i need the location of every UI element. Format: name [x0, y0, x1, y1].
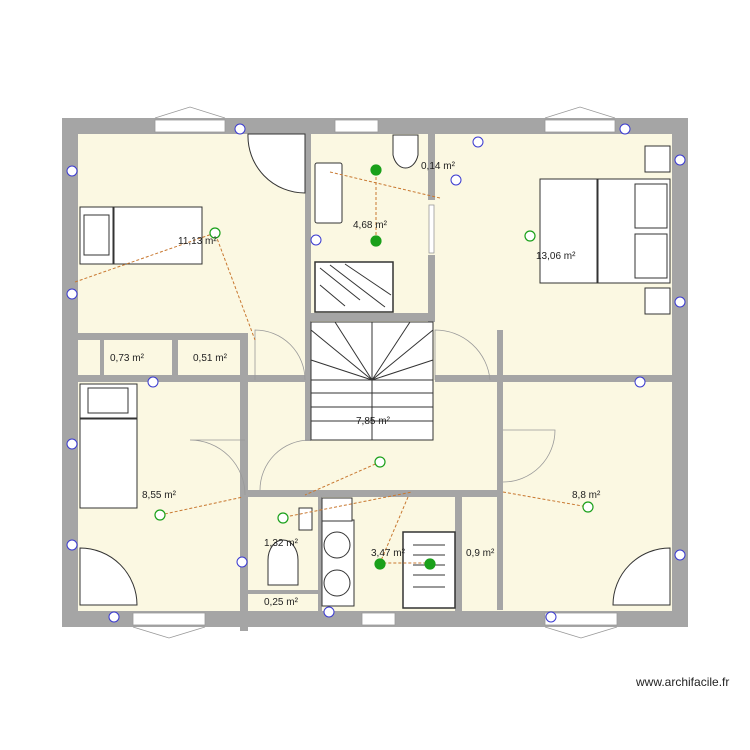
window	[132, 612, 206, 626]
lamp-icon	[154, 509, 166, 521]
outlet-icon	[674, 154, 686, 166]
lamp-icon	[370, 164, 382, 176]
area-label: 8,55 m²	[142, 490, 177, 501]
outlet-icon	[66, 539, 78, 551]
lamp-icon	[374, 456, 386, 468]
outlet-icon	[674, 549, 686, 561]
staircase[interactable]	[310, 321, 434, 441]
area-label: 0,14 m²	[421, 161, 456, 172]
lamp-icon	[374, 558, 386, 570]
area-label: 7,85 m²	[356, 416, 391, 427]
walls	[62, 118, 688, 631]
outlet-icon	[545, 611, 557, 623]
lamp-icon	[424, 558, 436, 570]
window	[334, 119, 379, 133]
outlet-icon	[66, 165, 78, 177]
watermark: www.archifacile.fr	[635, 675, 729, 689]
outlet-icon	[234, 123, 246, 135]
area-label: 0,73 m²	[110, 353, 145, 364]
outlet-icon	[619, 123, 631, 135]
shower	[402, 531, 456, 609]
outlet-icon	[472, 136, 484, 148]
area-label: 8,8 m²	[572, 490, 601, 501]
toilet	[392, 134, 419, 169]
lamp-icon	[582, 501, 594, 513]
window	[154, 119, 226, 133]
lamp-icon	[209, 227, 221, 239]
area-label: 11,13 m²	[178, 236, 217, 247]
area-label: 1,32 m²	[264, 538, 299, 549]
outlet-icon	[450, 174, 462, 186]
lamp-icon	[370, 235, 382, 247]
area-label: 3,47 m²	[371, 548, 406, 559]
doors[interactable]	[189, 329, 556, 496]
window	[361, 612, 396, 626]
outlets	[66, 123, 686, 623]
outlet-icon	[323, 606, 335, 618]
outlet-icon	[634, 376, 646, 388]
furniture	[79, 133, 671, 609]
outlet-icon	[310, 234, 322, 246]
area-labels: 11,13 m² 4,68 m² 0,14 m² 13,06 m² 0,73 m…	[110, 161, 601, 608]
lamp-icon	[277, 512, 289, 524]
windows	[132, 106, 618, 639]
outlet-icon	[236, 556, 248, 568]
lamp-icon	[524, 230, 536, 242]
area-label: 0,9 m²	[466, 548, 495, 559]
area-label: 13,06 m²	[536, 251, 576, 262]
desk	[612, 547, 671, 606]
outlet-icon	[66, 438, 78, 450]
outlet-icon	[674, 296, 686, 308]
outlet-icon	[108, 611, 120, 623]
area-label: 0,25 m²	[264, 597, 299, 608]
sink	[314, 162, 343, 224]
outlet-icon	[147, 376, 159, 388]
area-label: 0,51 m²	[193, 353, 228, 364]
outer-wall-left	[62, 118, 78, 627]
window	[544, 612, 618, 626]
window	[544, 119, 616, 133]
lamps	[154, 164, 594, 570]
toilet	[267, 539, 299, 586]
outlet-icon	[66, 288, 78, 300]
desk	[247, 133, 306, 194]
outer-wall-right	[672, 118, 688, 627]
area-label: 4,68 m²	[353, 220, 388, 231]
desk	[79, 547, 138, 606]
